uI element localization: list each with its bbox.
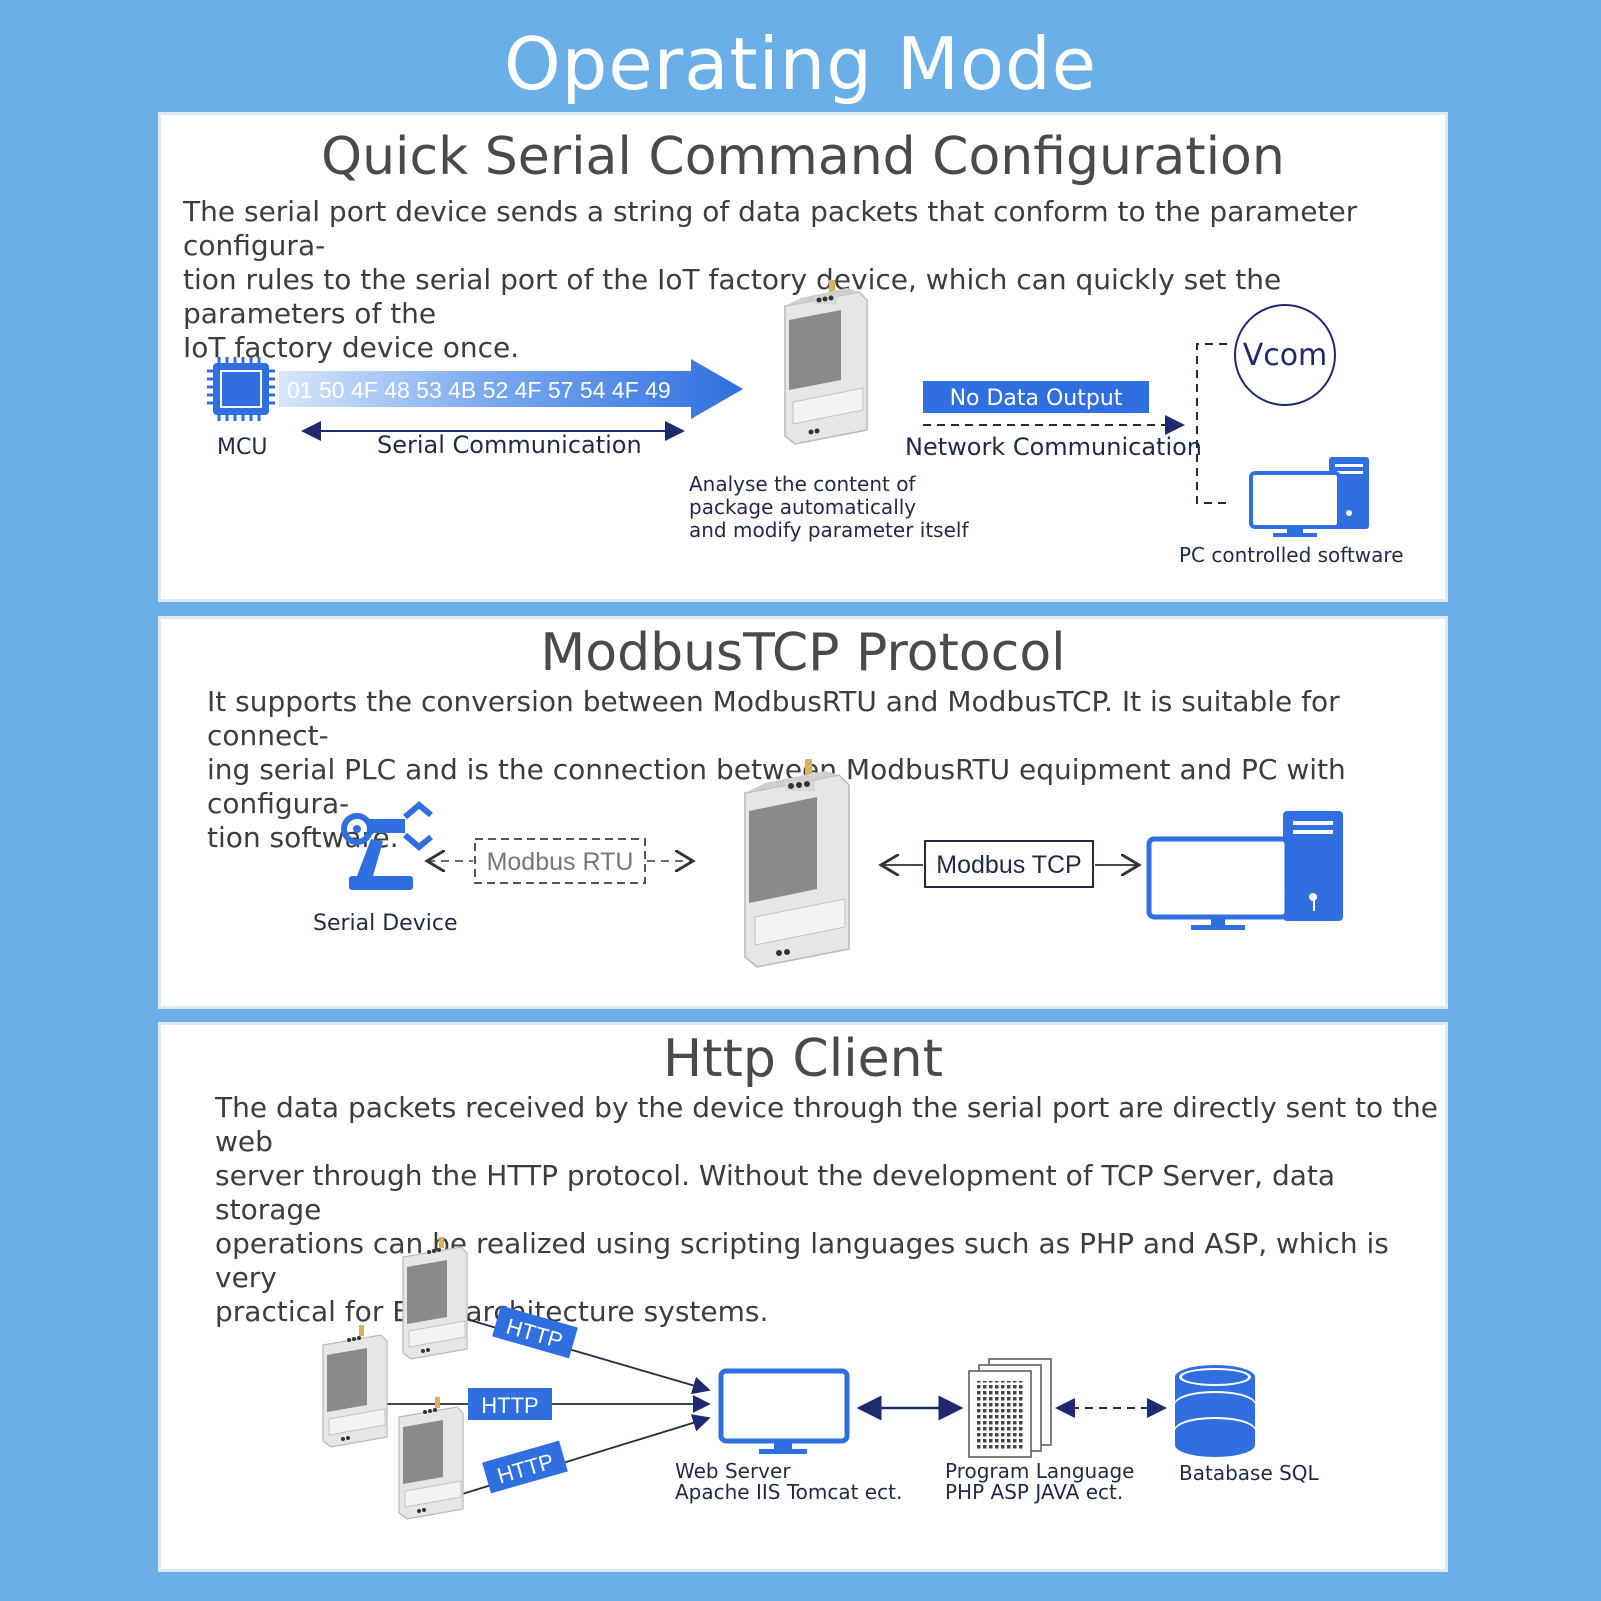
mcu-chip-icon <box>207 357 275 421</box>
analyse-note: Analyse the content of package automatic… <box>689 473 969 542</box>
http-tag-top: HTTP <box>492 1305 578 1359</box>
desc-line: operations can be realized using scripti… <box>215 1227 1389 1294</box>
desc-line: The data packets received by the device … <box>215 1091 1439 1158</box>
serial-device-label: Serial Device <box>313 911 458 936</box>
desc-line: The serial port device sends a string of… <box>183 195 1358 262</box>
no-data-output-text: No Data Output <box>950 386 1123 411</box>
modbus-rtu-text: Modbus RTU <box>487 848 634 876</box>
network-communication-label: Network Communication <box>905 433 1202 461</box>
desc-line: It supports the conversion between Modbu… <box>207 685 1340 752</box>
http-tag-middle: HTTP <box>468 1388 552 1420</box>
panel-title-http: Http Client <box>663 1029 943 1089</box>
page-title: Operating Mode <box>503 22 1098 106</box>
vcom-circle <box>1234 304 1336 406</box>
device-illustration <box>322 1325 388 1448</box>
program-language-label: Program Language PHP ASP JAVA ect. <box>945 1461 1134 1503</box>
hex-packet-arrow <box>279 359 743 419</box>
desc-line: server through the HTTP protocol. Withou… <box>215 1159 1336 1226</box>
pc-software-label: PC controlled software <box>1179 543 1404 567</box>
modbus-diagram: Modbus RTU Modbus TCP <box>341 801 1343 930</box>
http-tag-text: HTTP <box>481 1393 538 1418</box>
hex-packet-text: 01 50 4F 48 53 4B 52 4F 57 54 4F 49 <box>287 377 671 403</box>
desc-line: practical for B / S architecture systems… <box>215 1295 769 1328</box>
database-icon <box>1175 1365 1255 1457</box>
database-label: Batabase SQL <box>1179 1461 1319 1485</box>
document-stack-icon <box>968 1358 1052 1458</box>
web-server-label: Web Server Apache IIS Tomcat ect. <box>675 1461 902 1503</box>
device-illustration <box>744 759 850 968</box>
quick-description: The serial port device sends a string of… <box>183 195 1445 365</box>
desc-line: tion rules to the serial port of the IoT… <box>183 263 1282 330</box>
http-tag-bottom: HTTP <box>482 1440 568 1494</box>
modbus-panel: ModbusTCP Protocol It supports the conve… <box>158 616 1448 1009</box>
label-line: PHP ASP JAVA ect. <box>945 1480 1124 1504</box>
panel-title-modbus: ModbusTCP Protocol <box>540 623 1066 683</box>
http-diagram: HTTP HTTP HTTP <box>383 1305 1255 1496</box>
mcu-label: MCU <box>217 435 268 460</box>
device-illustration <box>402 1237 468 1360</box>
serial-communication-label: Serial Communication <box>377 431 642 459</box>
modbus-tcp-box <box>924 840 1094 888</box>
robot-arm-icon <box>341 801 433 890</box>
label-line: Apache IIS Tomcat ect. <box>675 1480 903 1504</box>
label-line: Web Server <box>675 1459 791 1483</box>
quick-serial-panel: Quick Serial Command Configuration The s… <box>158 112 1448 602</box>
device-illustration <box>398 1397 464 1520</box>
http-client-panel: Http Client The data packets received by… <box>158 1022 1448 1572</box>
computer-icon <box>1146 811 1343 930</box>
computer-icon <box>1249 457 1369 537</box>
desc-line: IoT factory device once. <box>183 331 520 364</box>
note-line: Analyse the content of <box>689 472 916 496</box>
desc-line: ing serial PLC and is the connection bet… <box>207 753 1346 820</box>
modbus-description: It supports the conversion between Modbu… <box>207 685 1445 855</box>
no-data-output-badge <box>923 381 1149 413</box>
note-line: package automatically <box>689 495 917 519</box>
quick-diagram: 01 50 4F 48 53 4B 52 4F 57 54 4F 49 No D… <box>207 304 1369 537</box>
vcom-text: Vcom <box>1243 338 1328 373</box>
modbus-tcp-text: Modbus TCP <box>936 851 1081 879</box>
device-illustration <box>784 280 868 445</box>
http-description: The data packets received by the device … <box>215 1091 1445 1329</box>
panel-title-quick: Quick Serial Command Configuration <box>321 127 1285 187</box>
modbus-rtu-box <box>474 838 646 884</box>
label-line: Program Language <box>945 1459 1135 1483</box>
web-server-monitor-icon <box>718 1368 850 1454</box>
note-line: and modify parameter itself <box>689 518 969 542</box>
bracket-connector <box>1196 343 1227 504</box>
